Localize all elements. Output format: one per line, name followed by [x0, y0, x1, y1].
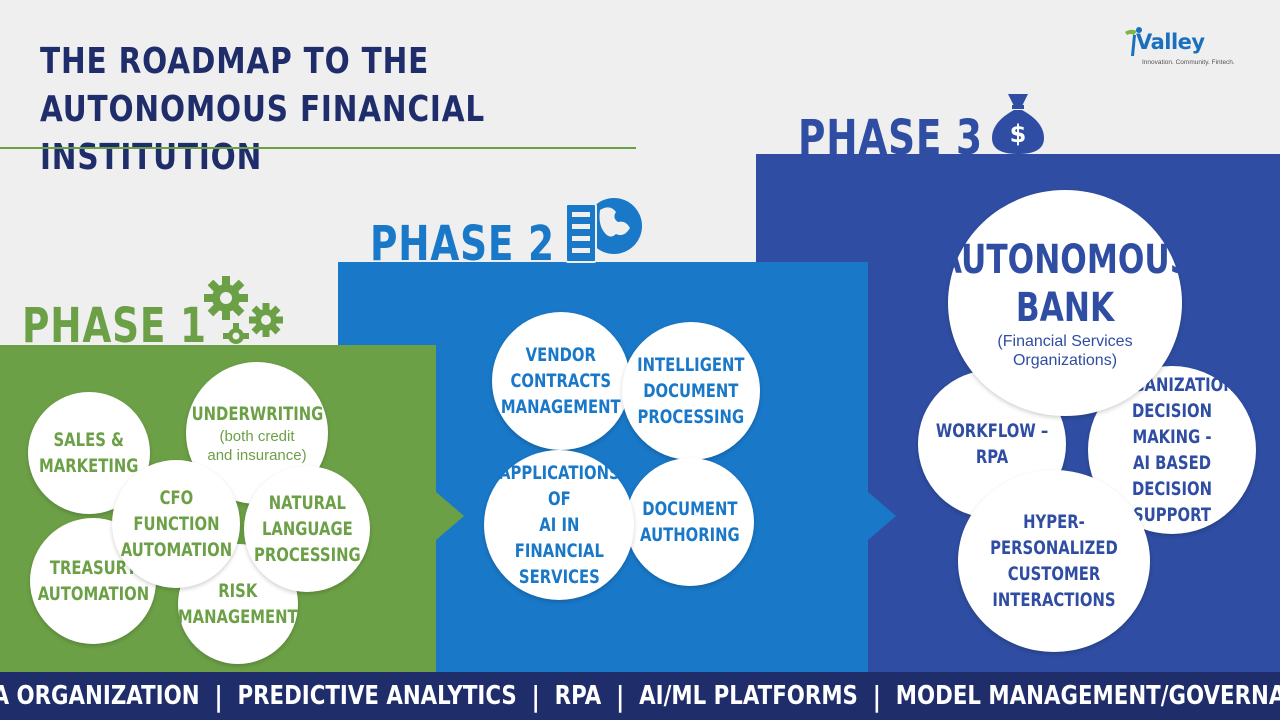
phase-2-label: PHASE 2 [370, 216, 555, 272]
item-label: AUTONOMOUS BANK [937, 237, 1193, 331]
phase-1-item-cfo-function-automation: CFO FUNCTION AUTOMATION [112, 460, 240, 588]
phase-2-item-vendor-contracts-management: VENDOR CONTRACTS MANAGEMENT [492, 312, 630, 450]
logo-tagline: Innovation. Community. Fintech. [1142, 59, 1235, 66]
footer-separator: | [214, 679, 223, 713]
item-label: INTELLIGENT DOCUMENT PROCESSING [637, 354, 745, 428]
item-label: APPLICATIONS OF AI IN FINANCIAL SERVICES [498, 462, 620, 588]
phase-2-item-document-authoring: DOCUMENT AUTHORING [626, 458, 754, 586]
footer-item-predictive-analytics: PREDICTIVE ANALYTICS [237, 681, 517, 711]
footer-bar: DATA ORGANIZATION | PREDICTIVE ANALYTICS… [0, 672, 1280, 720]
item-label: CFO FUNCTION AUTOMATION [120, 487, 232, 561]
item-label: HYPER-PERSONALIZED CUSTOMER INTERACTIONS [990, 511, 1118, 611]
item-label: NATURAL LANGUAGE PROCESSING [253, 492, 361, 566]
server-globe-icon [565, 198, 642, 263]
phase-1-item-natural-language-processing: NATURAL LANGUAGE PROCESSING [244, 466, 370, 592]
footer-item-ai-ml-platforms: AI/ML PLATFORMS [638, 681, 858, 711]
phase-1-arrow [436, 492, 464, 540]
item-label: WORKFLOW – RPA [935, 420, 1049, 468]
page-title: THE ROADMAP TO THE AUTONOMOUS FINANCIAL … [40, 38, 565, 182]
footer-item-model-management: MODEL MANAGEMENT/GOVERNANCE [895, 681, 1280, 711]
footer-separator: | [615, 679, 625, 713]
phase-2-item-applications-of-ai: APPLICATIONS OF AI IN FINANCIAL SERVICES [484, 450, 634, 600]
footer-separator: | [872, 679, 881, 713]
logo-wordmark: Valley [1136, 30, 1205, 54]
item-label: VENDOR CONTRACTS MANAGEMENT [501, 344, 621, 418]
phase-3-item-autonomous-bank: AUTONOMOUS BANK (Financial Services Orga… [938, 190, 1192, 416]
item-sublabel: (both credit and insurance) [207, 428, 307, 464]
title-line-1: THE ROADMAP TO THE [40, 41, 430, 82]
item-label: DOCUMENT AUTHORING [640, 498, 740, 546]
title-line-2: AUTONOMOUS FINANCIAL INSTITUTION [40, 89, 486, 178]
phase-2-item-intelligent-document-processing: INTELLIGENT DOCUMENT PROCESSING [622, 322, 760, 460]
logo-figure-icon [1125, 27, 1142, 56]
ivalley-logo: Valley Innovation. Community. Fintech. [1122, 24, 1242, 70]
footer-separator: | [531, 679, 540, 713]
title-underline [0, 147, 636, 149]
money-bag-icon: $ [992, 94, 1044, 154]
item-label: TREASURY AUTOMATION [37, 557, 149, 605]
phase-1-label: PHASE 1 [22, 298, 207, 354]
phase-1-item-sales-marketing: SALES & MARKETING [28, 392, 150, 514]
item-label: RISK MANAGEMENT [178, 580, 298, 628]
phase-3-label: PHASE 3 [798, 110, 983, 166]
item-sublabel: (Financial Services Organizations) [997, 333, 1133, 369]
item-label: UNDERWRITING [191, 403, 323, 425]
gears-icon [204, 276, 283, 344]
footer-item-rpa: RPA [554, 681, 601, 711]
phase-2-arrow [868, 492, 896, 540]
footer-item-data-organization: DATA ORGANIZATION [0, 681, 200, 711]
svg-text:$: $ [1010, 120, 1027, 148]
item-label: SALES & MARKETING [39, 429, 139, 477]
phase-3-item-hyper-personalized-customer-interactions: HYPER-PERSONALIZED CUSTOMER INTERACTIONS [958, 470, 1150, 652]
